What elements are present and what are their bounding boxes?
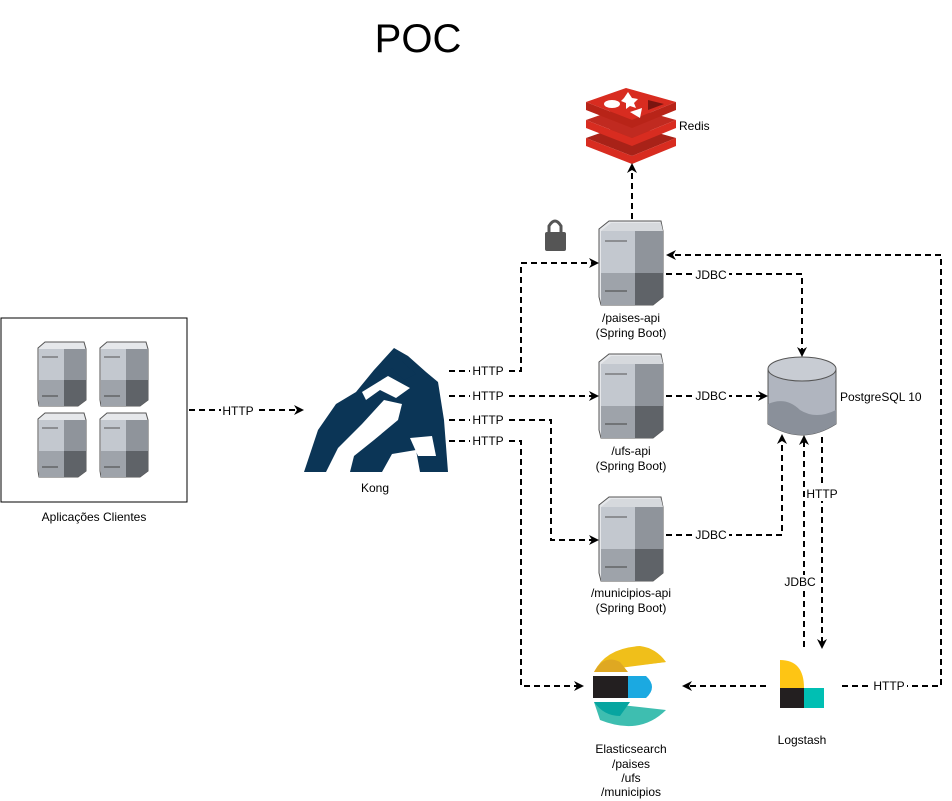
- paises-api-label-line1: /paises-api: [602, 311, 660, 325]
- kong-gorilla-icon[interactable]: [304, 348, 448, 472]
- municipios-api-label-line1: /municipios-api: [591, 586, 671, 600]
- edge-kong-es-label: HTTP: [472, 434, 503, 448]
- edge-logstash-pg-label: JDBC: [784, 575, 816, 589]
- edge-municipios-pg-label: JDBC: [695, 528, 727, 542]
- edge-paises-pg-label: JDBC: [695, 268, 727, 282]
- es-label-line4: /municipios: [601, 785, 661, 799]
- ufs-api-label-line1: /ufs-api: [611, 444, 650, 458]
- paises-api-label-line2: (Spring Boot): [596, 326, 667, 340]
- edge-paises-postgres: [666, 273, 807, 357]
- ufs-api-server-icon[interactable]: [598, 353, 664, 439]
- es-label-line3: /ufs: [621, 771, 640, 785]
- edge-kong-paises: [449, 258, 599, 372]
- edge-clients-kong-label: HTTP: [222, 404, 253, 418]
- edge-logstash-paises: [666, 250, 942, 687]
- diagram-title: POC: [375, 17, 462, 61]
- logstash-label: Logstash: [778, 733, 827, 747]
- edge-kong-municipios-label: HTTP: [472, 413, 503, 427]
- database-icon[interactable]: [767, 356, 837, 436]
- edge-pg-logstash-label: HTTP: [806, 487, 837, 501]
- edge-kong-paises-label: HTTP: [472, 364, 503, 378]
- server-icon: [99, 341, 149, 407]
- server-icon: [99, 412, 149, 478]
- clients-label: Aplicações Clientes: [42, 510, 147, 524]
- edge-municipios-postgres: [666, 434, 787, 536]
- ufs-api-label-line2: (Spring Boot): [596, 459, 667, 473]
- redis-label: Redis: [679, 119, 710, 133]
- paises-api-server-icon[interactable]: [598, 220, 664, 306]
- server-icon: [37, 341, 87, 407]
- edge-ufs-pg-label: JDBC: [695, 389, 727, 403]
- edge-kong-ufs-label: HTTP: [472, 389, 503, 403]
- postgres-label: PostgreSQL 10: [840, 390, 922, 404]
- redis-icon[interactable]: [586, 88, 676, 164]
- elasticsearch-icon[interactable]: [593, 646, 666, 727]
- edge-logstash-paises-label: HTTP: [873, 679, 904, 693]
- es-label-line2: /paises: [612, 757, 650, 771]
- municipios-api-server-icon[interactable]: [598, 496, 664, 582]
- lock-icon: [545, 219, 566, 251]
- server-icon: [37, 412, 87, 478]
- municipios-api-label-line2: (Spring Boot): [596, 601, 667, 615]
- logstash-icon[interactable]: [780, 660, 824, 708]
- clients-node[interactable]: [0, 317, 188, 503]
- es-label-line1: Elasticsearch: [595, 742, 666, 756]
- kong-label: Kong: [361, 481, 389, 495]
- edge-kong-elasticsearch: [449, 440, 584, 691]
